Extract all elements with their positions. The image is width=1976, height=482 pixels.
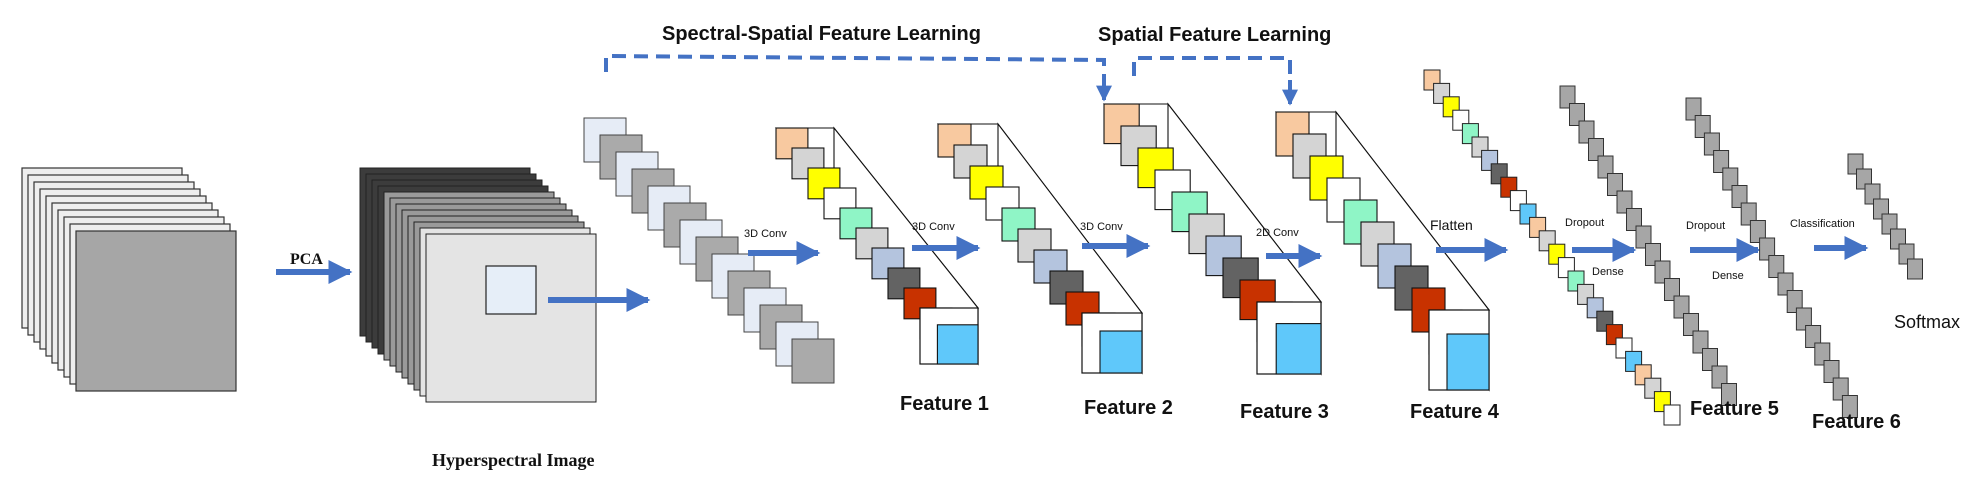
- pca-component-layer: [425, 233, 597, 403]
- neuron-cell: [1664, 278, 1680, 301]
- neuron-cell: [1588, 138, 1604, 161]
- neuron-cell: [1805, 325, 1822, 348]
- flat-cell: [1663, 404, 1681, 426]
- patch-window: [485, 265, 537, 315]
- feature-6-dense-layer: [1685, 97, 1858, 418]
- pca-reduced-stack: [359, 167, 597, 403]
- neuron-cell: [1823, 360, 1840, 383]
- softmax-output-layer: [1847, 153, 1923, 280]
- neuron-cell: [1740, 202, 1757, 226]
- neuron-cell: [1694, 115, 1711, 138]
- neuron-cell: [1759, 237, 1776, 261]
- feature-5-dense-layer: [1559, 85, 1737, 406]
- hyperspectral-image-label: Hyperspectral Image: [432, 450, 594, 470]
- patch-square: [791, 338, 835, 384]
- neuron-cell: [1626, 208, 1642, 231]
- feature-3-block: [1102, 102, 1323, 376]
- neuron-cell: [1907, 258, 1923, 280]
- classification-label: Classification: [1790, 218, 1855, 230]
- feature-1-label: Feature 1: [900, 393, 989, 415]
- dropout-label-1: Dropout: [1565, 217, 1604, 229]
- neuron-cell: [1569, 103, 1585, 126]
- neuron-cell: [1578, 120, 1595, 144]
- neuron-cell: [1635, 225, 1652, 249]
- neuron-cell: [1841, 395, 1858, 418]
- feature-4-label: Feature 4: [1410, 401, 1500, 423]
- neuron-cell: [1645, 243, 1661, 266]
- neuron-cell: [1731, 185, 1748, 208]
- softmax-label: Softmax: [1894, 312, 1960, 332]
- conv2d-label: 2D Conv: [1256, 227, 1299, 239]
- neuron-cell: [1721, 383, 1737, 406]
- feature-2-block: [936, 122, 1144, 375]
- band-layer: [75, 230, 237, 392]
- neuron-cell: [1685, 97, 1702, 121]
- feature-3-label: Feature 3: [1240, 401, 1329, 423]
- conv3d-label-3: 3D Conv: [1080, 221, 1123, 233]
- neuron-cell: [1673, 295, 1690, 319]
- neuron-cell: [1777, 272, 1794, 296]
- neuron-cell: [1786, 290, 1803, 313]
- spatial-bracket: [1132, 56, 1292, 80]
- spatial-title: Spatial Feature Learning: [1098, 24, 1331, 46]
- neuron-cell: [1683, 313, 1699, 336]
- spectral-spatial-bracket: [604, 53, 1106, 80]
- neuron-cell: [1702, 348, 1718, 371]
- dense-label-1: Dense: [1592, 266, 1624, 278]
- neuron-cell: [1703, 132, 1720, 156]
- neuron-cell: [1559, 85, 1576, 109]
- neuron-cell: [1654, 260, 1671, 284]
- feature-4-block: [1274, 110, 1491, 392]
- neuron-cell: [1616, 190, 1633, 214]
- feature-1-block: [774, 126, 980, 366]
- neuron-cell: [1795, 307, 1812, 331]
- feature-2-label: Feature 2: [1084, 397, 1173, 419]
- pca-label: PCA: [290, 251, 323, 268]
- neuron-cell: [1711, 365, 1728, 389]
- block-front-cell: [1446, 333, 1490, 391]
- feature-6-label: Feature 6: [1812, 411, 1901, 433]
- spectral-spatial-title: Spectral-Spatial Feature Learning: [662, 23, 981, 45]
- neuron-cell: [1597, 155, 1614, 179]
- conv3d-label-1: 3D Conv: [744, 228, 787, 240]
- feature-5-label: Feature 5: [1690, 398, 1779, 420]
- block-front-cell: [936, 324, 979, 365]
- flatten-label: Flatten: [1430, 217, 1473, 233]
- flattened-vector: [1423, 69, 1681, 426]
- neuron-cell: [1749, 220, 1766, 243]
- conv3d-label-2: 3D Conv: [912, 221, 955, 233]
- patch-sequence: [583, 117, 835, 384]
- dropout-label-2: Dropout: [1686, 220, 1725, 232]
- neuron-cell: [1692, 330, 1709, 354]
- neuron-cell: [1722, 167, 1739, 191]
- neuron-cell: [1607, 173, 1623, 196]
- neuron-cell: [1713, 150, 1730, 173]
- neuron-cell: [1768, 255, 1785, 278]
- input-band-stack: [21, 167, 237, 392]
- neuron-cell: [1832, 377, 1849, 401]
- neuron-cell: [1814, 342, 1831, 366]
- dense-label-2: Dense: [1712, 270, 1744, 282]
- block-front-cell: [1099, 330, 1143, 374]
- block-front-cell: [1275, 323, 1322, 375]
